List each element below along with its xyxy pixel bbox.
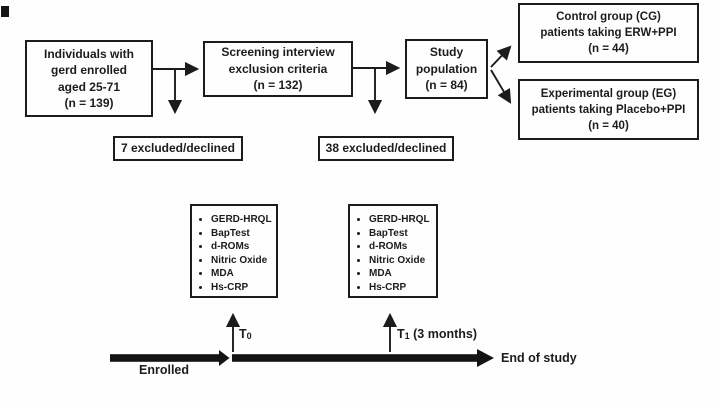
t1-rest: (3 months) xyxy=(409,327,478,341)
box-individuals-enrolled: Individuals with gerd enrolled aged 25-7… xyxy=(25,40,153,117)
box-control-group: Control group (CG) patients taking ERW+P… xyxy=(518,3,699,63)
assessment-item: GERD-HRQL xyxy=(369,213,433,227)
assessment-item: Hs-CRP xyxy=(211,281,273,295)
box-screening-interview: Screening interview exclusion criteria (… xyxy=(203,41,353,97)
assessment-item: d-ROMs xyxy=(211,240,273,254)
box-excluded-declined-7: 7 excluded/declined xyxy=(113,136,243,161)
assessment-item: BapTest xyxy=(211,227,273,241)
assessment-list-t0: GERD-HRQLBapTestd-ROMsNitric OxideMDAHs-… xyxy=(194,213,273,294)
arrow-population-to-experimental xyxy=(490,69,512,104)
t1-subscript: 1 xyxy=(404,331,410,341)
assessment-item: MDA xyxy=(369,267,433,281)
assessment-item: Nitric Oxide xyxy=(211,254,273,268)
assessments-box-t0: GERD-HRQLBapTestd-ROMsNitric OxideMDAHs-… xyxy=(190,204,278,298)
timeline-arrow-enrolled xyxy=(110,350,230,366)
assessment-item: GERD-HRQL xyxy=(211,213,273,227)
timeline-arrow-study xyxy=(232,349,494,367)
t0-base: T xyxy=(239,327,247,341)
assessment-item: d-ROMs xyxy=(369,240,433,254)
assessments-box-t1: GERD-HRQLBapTestd-ROMsNitric OxideMDAHs-… xyxy=(348,204,438,298)
t1-base: T xyxy=(397,327,405,341)
timeline-label-t1: T1 (3 months) xyxy=(397,327,477,341)
arrow-population-to-control xyxy=(490,45,512,68)
t0-subscript: 0 xyxy=(246,331,252,341)
timeline-label-enrolled: Enrolled xyxy=(139,363,190,377)
timeline-label-end-of-study: End of study xyxy=(501,351,577,365)
box-excluded-declined-38: 38 excluded/declined xyxy=(318,136,454,161)
box-study-population: Study population (n = 84) xyxy=(405,39,488,99)
assessment-item: Hs-CRP xyxy=(369,281,433,295)
assessment-item: MDA xyxy=(211,267,273,281)
box-experimental-group: Experimental group (EG) patients taking … xyxy=(518,79,699,140)
scan-artifact-mark xyxy=(1,6,9,17)
timeline-label-t0: T0 xyxy=(239,327,252,341)
assessment-item: Nitric Oxide xyxy=(369,254,433,268)
assessment-item: BapTest xyxy=(369,227,433,241)
assessment-list-t1: GERD-HRQLBapTestd-ROMsNitric OxideMDAHs-… xyxy=(352,213,433,294)
